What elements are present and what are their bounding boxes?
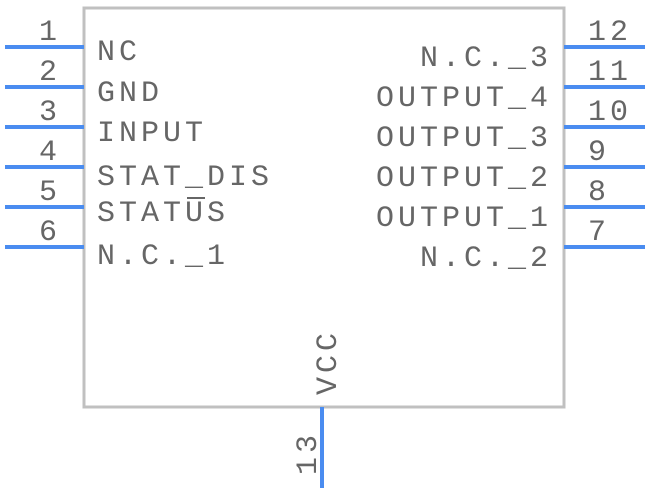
pin-name-4: STAT_DIS	[97, 161, 273, 195]
pin-name-5: STATUS	[97, 197, 229, 231]
pin-name-12: N.C._3	[420, 42, 552, 76]
pin-number-11: 11	[588, 56, 632, 90]
pin-number-12: 12	[588, 16, 632, 50]
pin-number-8: 8	[588, 176, 610, 210]
pin-number-7: 7	[588, 216, 610, 250]
pin-number-1: 1	[39, 16, 61, 50]
pin-name-2: GND	[97, 77, 163, 111]
pin-number-4: 4	[39, 136, 61, 170]
pin-name-9: OUTPUT_2	[376, 162, 552, 196]
pin-number-3: 3	[39, 96, 61, 130]
pin-name-7: N.C._2	[420, 242, 552, 276]
pin-name-8: OUTPUT_1	[376, 202, 552, 236]
pin-number-5: 5	[39, 176, 61, 210]
pin-number-13: 13	[292, 431, 326, 475]
pin-name-13: VCC	[312, 329, 346, 395]
pin-name-6: N.C._1	[97, 240, 229, 274]
pin-name-10: OUTPUT_3	[376, 122, 552, 156]
pin-number-6: 6	[39, 216, 61, 250]
pin-name-11: OUTPUT_4	[376, 82, 552, 116]
pin-number-2: 2	[39, 56, 61, 90]
pin-name-1: NC	[97, 36, 141, 70]
pin-name-3: INPUT	[97, 117, 207, 151]
pin-number-10: 10	[588, 96, 632, 130]
pin-number-9: 9	[588, 136, 610, 170]
